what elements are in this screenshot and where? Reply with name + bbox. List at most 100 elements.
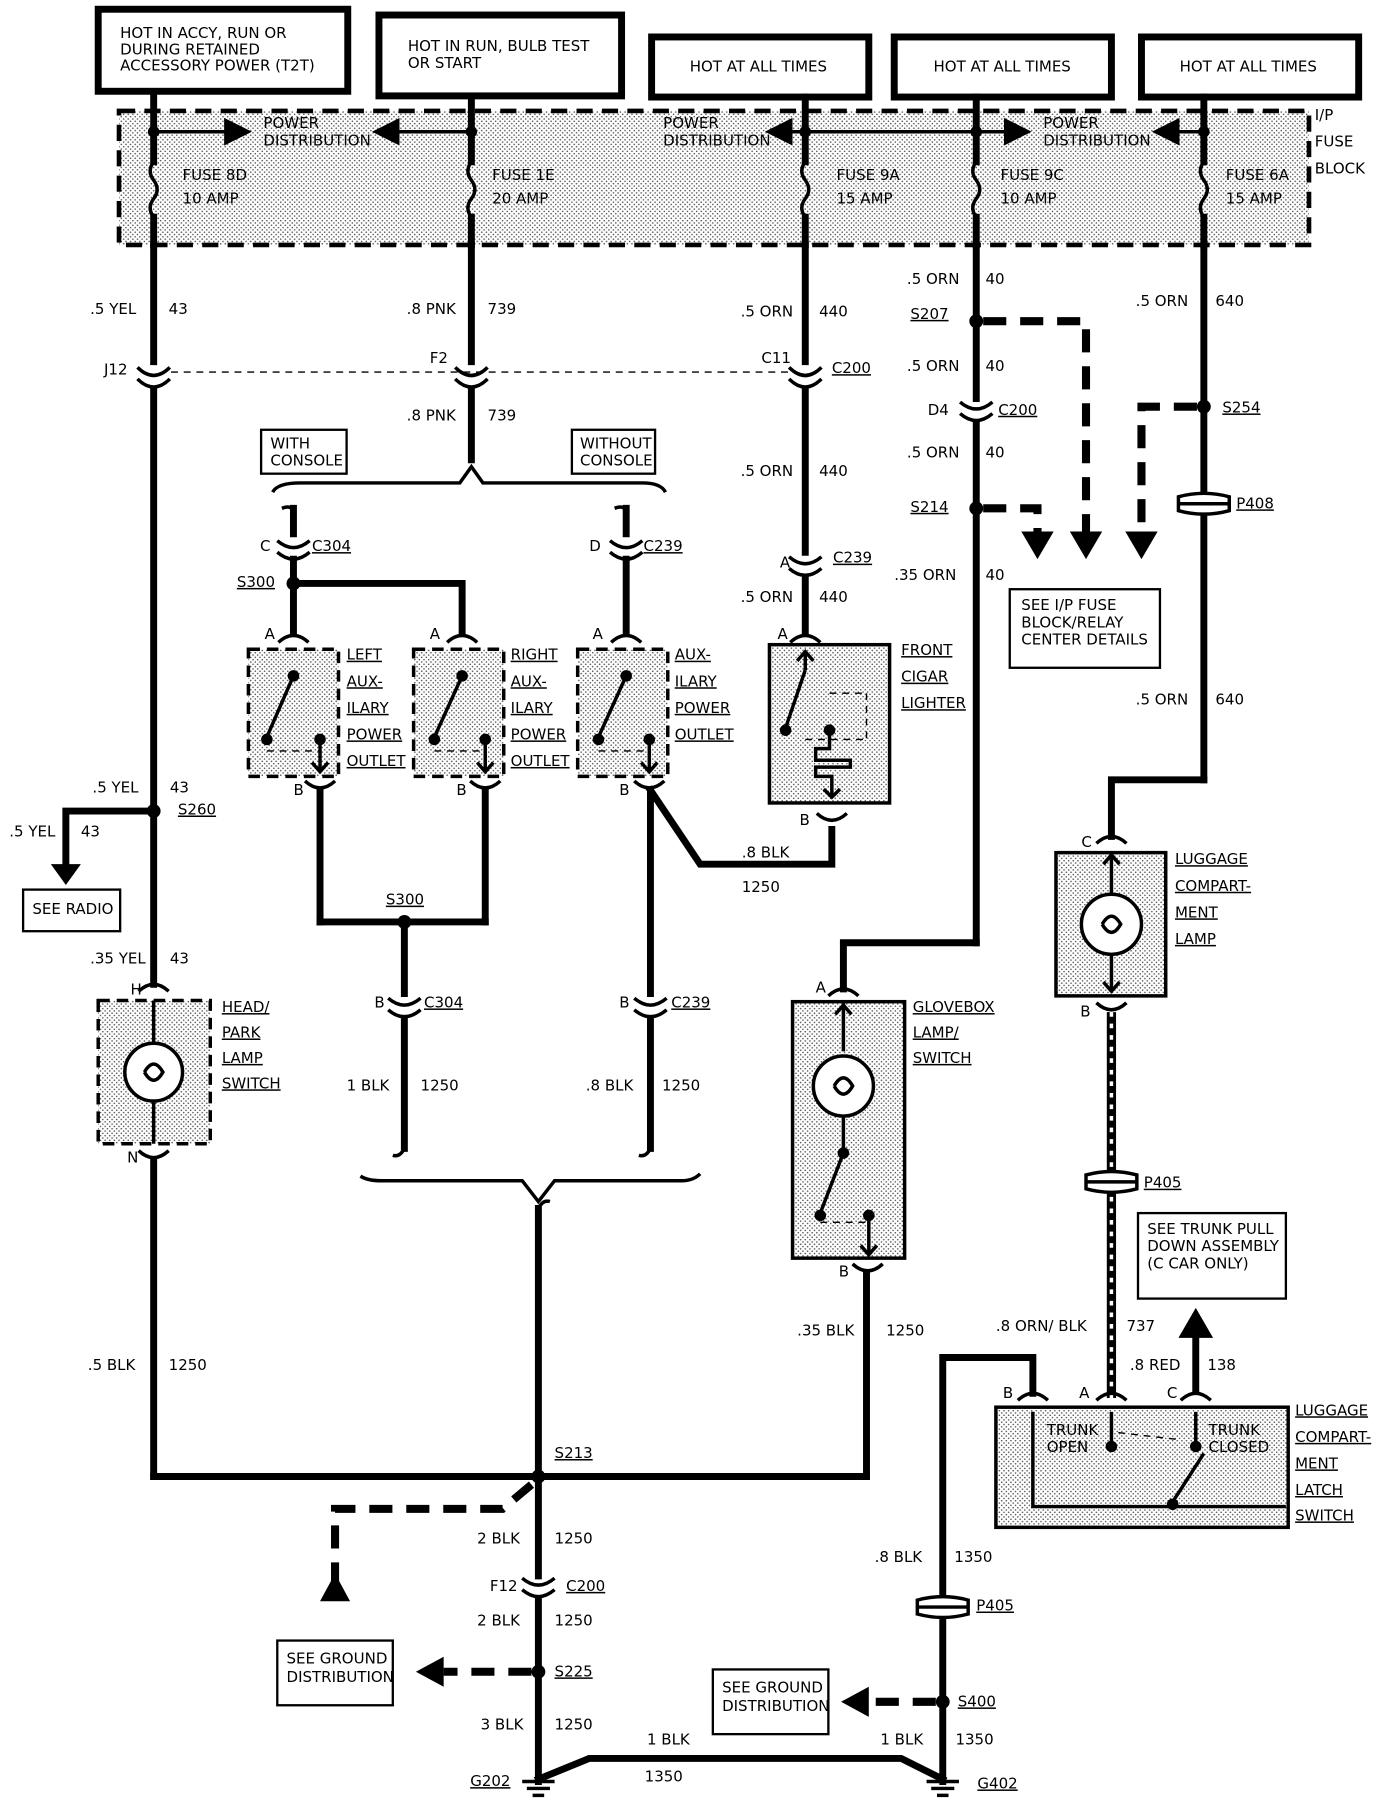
svg-text:OUTLET: OUTLET [347,752,407,770]
svg-text:TRUNK: TRUNK [1207,1421,1261,1439]
svg-text:15 AMP: 15 AMP [1226,189,1282,207]
svg-text:A: A [1079,1384,1090,1402]
fuse-8d: FUSE 8D 10 AMP [147,93,247,249]
svg-text:A: A [430,625,441,643]
svg-text:A: A [780,553,791,571]
power-source-1: HOT IN ACCY, RUN OR DURING RETAINED ACCE… [94,5,352,95]
svg-text:ILARY: ILARY [511,699,554,717]
svg-text:43: 43 [169,300,188,318]
svg-text:1250: 1250 [555,1530,593,1548]
power-source-4: HOT AT ALL TIMES [890,33,1115,101]
svg-text:.5 BLK: .5 BLK [88,1356,137,1374]
svg-text:HOT IN ACCY, RUN OR: HOT IN ACCY, RUN OR [120,24,286,42]
svg-text:BLOCK/RELAY: BLOCK/RELAY [1021,613,1124,631]
svg-text:.5 ORN: .5 ORN [1136,292,1189,310]
svg-text:.35 ORN: .35 ORN [894,566,956,584]
ground-g402: G402 [926,1774,1018,1798]
svg-text:SWITCH: SWITCH [913,1049,972,1067]
svg-text:1 BLK: 1 BLK [347,1077,391,1095]
svg-text:B: B [1003,1384,1013,1402]
svg-text:AUX-: AUX- [511,672,547,690]
svg-text:LUGGAGE: LUGGAGE [1295,1401,1368,1419]
ip-fuse-block: I/P FUSE BLOCK POWER DISTRIBUTION POWER … [116,106,1366,248]
svg-text:.5 YEL: .5 YEL [90,300,137,318]
svg-text:B: B [374,993,384,1011]
svg-text:I/P: I/P [1315,106,1334,124]
svg-text:F2: F2 [430,349,448,367]
svg-text:OUTLET: OUTLET [511,752,571,770]
fuse-6a: FUSE 6A 15 AMP [1198,93,1290,249]
luggage-compartment-lamp: C LUGGAGE COMPART- MENT LAMP B [1054,833,1251,1021]
aux-power-outlet: D C239 A AUX- ILARY POWER OUTLET B B C23… [575,504,836,1158]
power-source-2: HOT IN RUN, BULB TEST OR START [375,11,626,100]
svg-text:.5 ORN: .5 ORN [741,303,794,321]
svg-text:A: A [265,625,276,643]
svg-text:1 BLK: 1 BLK [647,1731,691,1749]
luggage-latch-switch: B A C TRUNK OPEN TRUNK CLOSED LUGGAGE CO… [994,1384,1371,1530]
svg-text:B: B [293,781,303,799]
svg-text:LATCH: LATCH [1295,1481,1343,1499]
svg-text:SWITCH: SWITCH [222,1074,281,1092]
svg-text:S213: S213 [555,1444,593,1462]
svg-text:138: 138 [1207,1356,1236,1374]
svg-text:HOT AT ALL TIMES: HOT AT ALL TIMES [934,58,1071,76]
svg-text:B: B [456,781,466,799]
svg-text:C200: C200 [566,1577,605,1595]
svg-text:C239: C239 [671,993,710,1011]
svg-text:440: 440 [819,303,848,321]
svg-text:B: B [619,993,629,1011]
circuit-640: .5 ORN 640 S254 P408 .5 ORN 640 [1107,241,1274,840]
svg-text:MENT: MENT [1295,1454,1339,1472]
svg-text:HOT IN RUN, BULB TEST: HOT IN RUN, BULB TEST [408,37,590,55]
svg-text:DISTRIBUTION: DISTRIBUTION [722,1697,829,1715]
fuse-9c: FUSE 9C 10 AMP [970,93,1064,249]
svg-text:POWER: POWER [1043,114,1099,132]
svg-text:.8 ORN/ BLK: .8 ORN/ BLK [996,1317,1088,1335]
svg-text:A: A [778,625,789,643]
svg-text:B: B [1080,1003,1090,1021]
svg-text:(C CAR ONLY): (C CAR ONLY) [1147,1255,1248,1273]
svg-text:.35 YEL: .35 YEL [90,950,146,968]
svg-text:640: 640 [1215,691,1244,709]
svg-text:AUX-: AUX- [675,646,711,664]
svg-text:LIGHTER: LIGHTER [901,694,966,712]
svg-text:S400: S400 [958,1692,996,1710]
svg-text:737: 737 [1126,1317,1155,1335]
svg-text:43: 43 [81,822,100,840]
circuit-40: .5 ORN 40 S207 .5 ORN 40 D4 C200 .5 ORN … [839,241,1103,993]
svg-text:.8 PNK: .8 PNK [407,300,457,318]
svg-text:2 BLK: 2 BLK [477,1530,521,1548]
svg-text:HOT AT ALL TIMES: HOT AT ALL TIMES [1180,58,1317,76]
see-ground-1-reference: SEE GROUND DISTRIBUTION [276,1639,394,1707]
svg-text:COMPART-: COMPART- [1295,1428,1371,1446]
svg-text:LAMP/: LAMP/ [913,1023,960,1041]
fuse-9a: FUSE 9A 15 AMP [799,93,900,249]
svg-text:J12: J12 [103,360,128,378]
svg-text:1 BLK: 1 BLK [880,1731,924,1749]
svg-text:AUX-: AUX- [347,672,383,690]
svg-text:SEE TRUNK PULL: SEE TRUNK PULL [1147,1220,1274,1238]
svg-text:.5 ORN: .5 ORN [907,444,960,462]
svg-text:1250: 1250 [169,1356,207,1374]
svg-text:HOT AT ALL TIMES: HOT AT ALL TIMES [690,58,827,76]
glovebox-lamp-switch: A GLOVEBOX LAMP/ SWITCH B .35 BLK 1250 [790,978,995,1480]
svg-text:C: C [1167,1384,1177,1402]
svg-text:COMPART-: COMPART- [1175,877,1251,895]
svg-text:.5 ORN: .5 ORN [1136,691,1189,709]
see-trunk-reference: SEE TRUNK PULL DOWN ASSEMBLY (C CAR ONLY… [1136,1211,1288,1300]
svg-text:.35 BLK: .35 BLK [797,1322,855,1340]
svg-text:1250: 1250 [421,1077,459,1095]
svg-text:DISTRIBUTION: DISTRIBUTION [663,132,770,150]
svg-text:440: 440 [819,462,848,480]
svg-text:40: 40 [985,270,1004,288]
svg-text:ILARY: ILARY [675,672,718,690]
svg-text:FUSE 1E: FUSE 1E [492,166,554,184]
svg-text:FUSE 9C: FUSE 9C [1001,166,1064,184]
svg-text:SEE GROUND: SEE GROUND [287,1650,388,1668]
svg-text:C: C [1081,833,1091,851]
svg-text:FUSE 8D: FUSE 8D [183,166,247,184]
svg-text:PARK: PARK [222,1023,262,1041]
svg-text:OR START: OR START [408,54,482,72]
svg-text:WITHOUT: WITHOUT [580,434,652,452]
